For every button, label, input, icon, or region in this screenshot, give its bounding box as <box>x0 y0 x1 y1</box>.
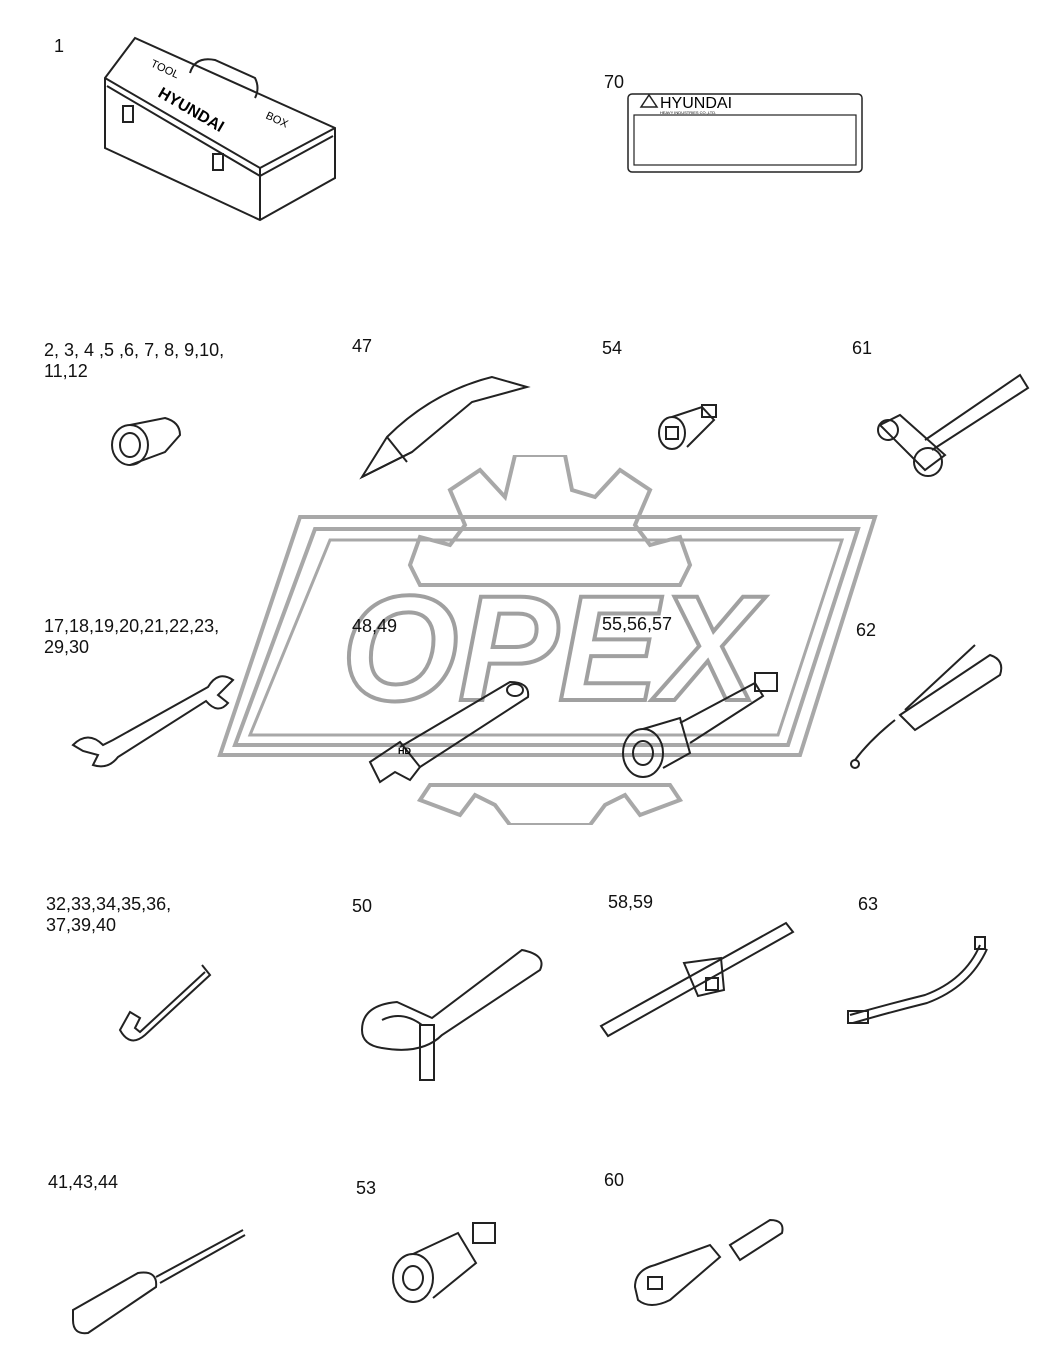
adapter-illustration <box>652 395 727 455</box>
watermark-text: OPEX <box>342 564 767 732</box>
callout-60: 60 <box>604 1170 625 1190</box>
toolbox-lid-left: TOOL <box>149 58 181 81</box>
universal-joint-illustration <box>388 1208 503 1308</box>
callout-70: 70 <box>604 72 625 92</box>
t-handle-illustration <box>596 918 796 1038</box>
callout-62: 62 <box>856 620 877 640</box>
callout-50: 50 <box>352 896 373 916</box>
callout-61: 61 <box>852 338 873 358</box>
ratchet-illustration <box>630 1215 790 1315</box>
callout-hexkeys: 32,33,34,35,36, 37,39,40 <box>46 894 172 935</box>
pliers-illustration <box>352 372 532 482</box>
callout-47: 47 <box>352 336 373 356</box>
decal-illustration: HYUNDAI HEAVY INDUSTRIES CO.,LTD. <box>627 93 863 173</box>
socket-extension-illustration <box>615 668 785 783</box>
callout-48-49: 48,49 <box>352 616 398 636</box>
grease-gun-illustration <box>850 640 1010 770</box>
wrench-stamp: HD <box>398 746 411 756</box>
screwdriver-illustration <box>68 1225 248 1340</box>
callout-screwdrivers: 41,43,44 <box>48 1172 119 1192</box>
adjustable-wrench-illustration: HD <box>360 672 535 787</box>
toolbox-lid-right: BOX <box>264 110 291 131</box>
hammer-illustration <box>870 370 1030 480</box>
grease-hose-illustration <box>845 935 990 1030</box>
watermark: OPEX <box>210 455 890 825</box>
socket-illustration <box>105 410 185 470</box>
callout-55-57: 55,56,57 <box>602 614 673 634</box>
callout-spanners: 17,18,19,20,21,22,23, 29,30 <box>44 616 220 657</box>
callout-54: 54 <box>602 338 623 358</box>
callout-1: 1 <box>54 36 65 56</box>
decal-subtext: HEAVY INDUSTRIES CO.,LTD. <box>660 110 716 115</box>
decal-brand: HYUNDAI <box>660 95 732 112</box>
callout-63: 63 <box>858 894 879 914</box>
spanner-illustration <box>68 665 238 775</box>
hex-key-illustration <box>110 960 215 1050</box>
callout-53: 53 <box>356 1178 377 1198</box>
toolbox-illustration: TOOL BOX HYUNDAI <box>95 28 345 223</box>
callout-sockets: 2, 3, 4 ,5 ,6, 7, 8, 9,10, 11,12 <box>44 340 225 381</box>
callout-58-59: 58,59 <box>608 892 654 912</box>
hook-wrench-illustration <box>352 940 552 1085</box>
